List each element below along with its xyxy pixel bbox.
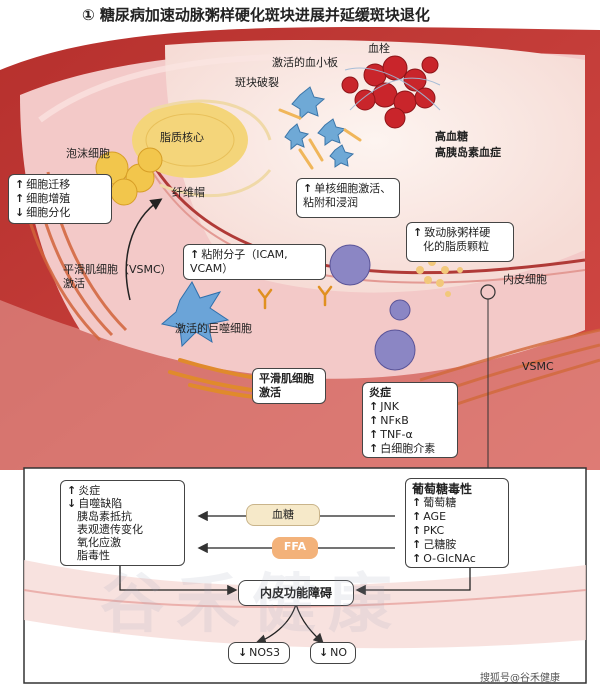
label-thrombus: 血栓 — [368, 42, 390, 55]
label-endothelial-cell: 内皮细胞 — [503, 273, 547, 286]
glucotoxicity-item: O-GlcNAc — [412, 552, 502, 566]
effect-list-item: 表观遗传变化 — [77, 523, 143, 536]
monocytes — [329, 244, 416, 371]
label-fibrous-cap: 纤维帽 — [172, 186, 205, 199]
adhesion-box: 粘附分子（ICAM, VCAM） — [183, 244, 326, 280]
effect-list-item: 氧化应激 — [77, 536, 121, 549]
macrophage — [160, 281, 230, 348]
label-hyperglycemia: 高血糖 — [435, 130, 468, 143]
inflammation-item: 白细胞介素 — [369, 442, 451, 456]
inflammation-item: NFκB — [369, 414, 451, 428]
monocyte-line-1: 单核细胞激活、 — [303, 182, 393, 196]
effect-item: 细胞分化 — [15, 206, 105, 220]
adhesion-line-2: VCAM） — [190, 262, 234, 275]
nos3-box: NOS3 — [228, 642, 290, 664]
blood-sugar-pill: 血糖 — [246, 504, 320, 526]
effect-item: 细胞增殖 — [15, 192, 105, 206]
label-foam-cell: 泡沫细胞 — [66, 147, 110, 160]
cell-effects-box: 细胞迁移 细胞增殖 细胞分化 — [8, 174, 112, 224]
effect-list-item: 胰岛素抵抗 — [77, 510, 132, 523]
thrombus — [341, 55, 439, 129]
activated-platelets — [284, 86, 355, 168]
monocyte-box: 单核细胞激活、 粘附和浸润 — [296, 178, 400, 218]
glucotoxicity-item: AGE — [412, 510, 502, 524]
label-activated-platelets: 激活的血小板 — [272, 56, 338, 69]
glucotoxicity-item: 己糖胺 — [412, 538, 502, 552]
watermark: 谷禾健康 — [100, 568, 404, 642]
atherogenic-box: 致动脉粥样硬 化的脂质颗粒 — [406, 222, 514, 262]
smc-line-2: 激活 — [259, 386, 281, 399]
page-title: ① 糖尿病加速动脉粥样硬化斑块进展并延缓斑块退化 — [82, 6, 430, 24]
no-arrow — [319, 646, 330, 659]
inflammation-item: JNK — [369, 400, 451, 414]
inflammation-box: 炎症 JNK NFκB TNF-α 白细胞介素 — [362, 382, 458, 458]
glucotoxicity-item: PKC — [412, 524, 502, 538]
glucotoxicity-title: 葡萄糖毒性 — [412, 482, 473, 496]
inflammation-title: 炎症 — [369, 386, 391, 399]
endothelial-dysfunction-box: 内皮功能障碍 — [238, 580, 354, 606]
monocyte-text: 单核细胞激活、 — [314, 182, 392, 195]
glucotoxicity-box: 葡萄糖毒性 葡萄糖 AGE PKC 己糖胺 O-GlcNAc — [405, 478, 509, 568]
smc-line-1: 平滑肌细胞 — [259, 372, 314, 385]
no-box: NO — [310, 642, 356, 664]
inflammation-item: TNF-α — [369, 428, 451, 442]
adhesion-line-1: 粘附分子（ICAM, — [190, 248, 319, 262]
nos3-label: NOS3 — [249, 646, 281, 659]
nos3-arrow — [238, 646, 249, 659]
glucotoxicity-item: 葡萄糖 — [412, 496, 502, 510]
effects-list-box: 炎症 自噬缺陷 胰岛素抵抗 表观遗传变化 氧化应激 脂毒性 — [60, 480, 185, 566]
monocyte-line-2: 粘附和浸润 — [303, 196, 358, 209]
label-plaque-rupture: 斑块破裂 — [235, 76, 279, 89]
label-hyperinsulinemia: 高胰岛素血症 — [435, 146, 501, 159]
source-credit: 搜狐号@谷禾健康 — [480, 673, 560, 684]
smc-activation-box: 平滑肌细胞 激活 — [252, 368, 326, 404]
effect-list-item: 炎症 — [67, 484, 178, 497]
label-lipid-core: 脂质核心 — [160, 131, 204, 144]
label-activated-macrophage: 激活的巨噬细胞 — [175, 322, 252, 335]
atherogenic-text: 致动脉粥样硬 — [424, 226, 491, 239]
effect-list-item: 脂毒性 — [77, 549, 110, 562]
ffa-pill: FFA — [272, 537, 318, 559]
effect-item: 细胞迁移 — [15, 178, 105, 192]
adhesion-text: 粘附分子（ICAM, — [201, 248, 288, 261]
label-vsmc-activation: 平滑肌细胞（VSMC） 激活 — [63, 263, 172, 290]
effect-list-item: 自噬缺陷 — [67, 497, 178, 510]
label-vsmc: VSMC — [522, 360, 554, 373]
atherogenic-line-2: 化的脂质颗粒 — [423, 240, 489, 253]
atherogenic-line-1: 致动脉粥样硬 — [413, 226, 507, 240]
no-label: NO — [330, 646, 348, 659]
